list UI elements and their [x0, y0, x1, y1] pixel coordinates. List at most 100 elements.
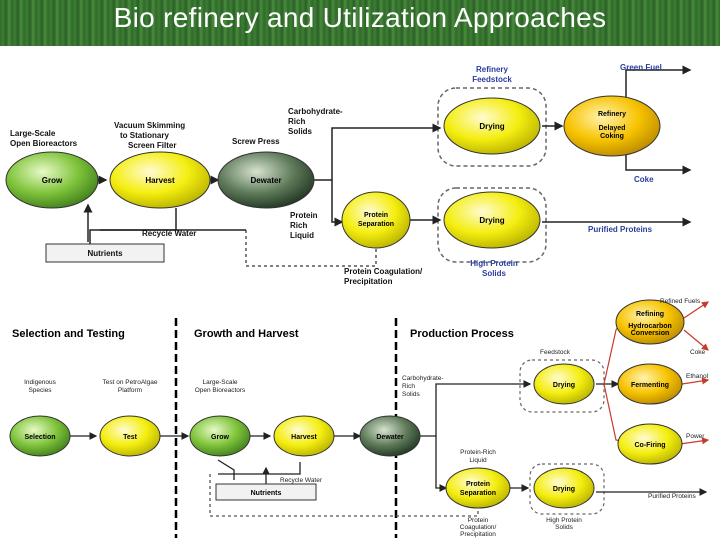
label-coke-bottom: Coke — [690, 349, 706, 356]
high-protein-group-bottom — [529, 463, 605, 515]
label-coagulation: Protein Coagulation/ — [344, 267, 423, 276]
svg-text:Co-Firing: Co-Firing — [634, 442, 665, 449]
nutrients-box: Nutrients — [45, 243, 165, 263]
node-test: Test — [99, 415, 161, 457]
svg-text:Separation: Separation — [358, 221, 394, 228]
svg-text:Feedstock: Feedstock — [472, 75, 512, 84]
label-power: Power — [686, 433, 705, 440]
svg-text:Rich: Rich — [290, 221, 307, 230]
svg-text:Delayed: Delayed — [599, 125, 626, 132]
page-title: Bio refinery and Utilization Approaches — [113, 2, 607, 33]
svg-text:Coagulation/: Coagulation/ — [460, 524, 497, 531]
label-purified-proteins: Purified Proteins — [588, 225, 653, 234]
svg-text:Harvest: Harvest — [291, 434, 317, 441]
svg-text:Drying: Drying — [479, 122, 504, 131]
svg-text:Selection: Selection — [24, 434, 55, 441]
svg-text:Drying: Drying — [479, 216, 504, 225]
node-refinery: Refinery Delayed Coking — [563, 95, 661, 157]
node-dewater: Dewater — [217, 151, 315, 209]
label-feedstock: Feedstock — [540, 349, 571, 356]
svg-text:Liquid: Liquid — [469, 457, 487, 464]
svg-text:Fermenting: Fermenting — [631, 382, 669, 389]
svg-text:Precipitation: Precipitation — [460, 531, 496, 538]
svg-text:Open Bioreactors: Open Bioreactors — [10, 139, 78, 148]
svg-text:Conversion: Conversion — [631, 330, 670, 337]
svg-text:Test: Test — [123, 434, 138, 441]
label-test-on: Test on PetroAlgae — [103, 379, 158, 386]
svg-text:Harvest: Harvest — [145, 176, 175, 185]
svg-text:Species: Species — [28, 387, 52, 394]
nutrients-box-bottom: Nutrients — [215, 483, 317, 501]
label-recycle-water-bottom: Recycle Water — [280, 477, 323, 484]
node-drying-top-bottom: Drying — [533, 363, 595, 405]
label-protein-liquid: Protein-Rich — [460, 449, 496, 456]
svg-text:Screen Filter: Screen Filter — [128, 141, 176, 150]
label-protein-rich: Protein — [290, 211, 318, 220]
svg-text:Solids: Solids — [482, 269, 507, 278]
label-ethanol: Ethanol — [686, 373, 709, 380]
svg-text:Refining: Refining — [636, 311, 664, 318]
label-purified-proteins-bottom: Purified Proteins — [648, 493, 696, 500]
svg-text:Dewater: Dewater — [376, 434, 404, 441]
top-diagram: Grow Harvest Dewater Drying Refinery Del… — [5, 63, 692, 286]
svg-text:Drying: Drying — [553, 486, 575, 493]
svg-text:Hydrocarbon: Hydrocarbon — [628, 323, 672, 330]
node-fermenting: Fermenting — [617, 363, 683, 405]
svg-text:Grow: Grow — [42, 176, 63, 185]
title-banner: Bio refinery and Utilization Approaches — [0, 0, 720, 46]
node-grow: Grow — [5, 151, 99, 209]
svg-text:Solids: Solids — [402, 391, 420, 398]
svg-text:Refinery: Refinery — [598, 111, 626, 118]
label-refined-fuels: Refined Fuels — [660, 298, 701, 305]
node-co-firing: Co-Firing — [617, 423, 683, 465]
label-green-fuel: Green Fuel — [620, 63, 662, 72]
stage-selection: Selection and Testing — [12, 328, 125, 340]
label-high-protein-bottom: High Protein — [546, 517, 582, 524]
label-coke: Coke — [634, 175, 654, 184]
label-vacuum: Vacuum Skimming — [114, 121, 185, 130]
svg-text:Liquid: Liquid — [290, 231, 314, 240]
svg-text:Platform: Platform — [118, 387, 142, 394]
node-selection: Selection — [9, 415, 71, 457]
stage-production: Production Process — [410, 328, 514, 340]
svg-text:Nutrients: Nutrients — [87, 249, 123, 258]
svg-text:Solids: Solids — [288, 127, 313, 136]
stage-growth: Growth and Harvest — [194, 328, 299, 340]
node-protein-separation-bottom: Protein Separation — [445, 467, 511, 509]
svg-text:Dewater: Dewater — [250, 176, 281, 185]
node-dewater-bottom: Dewater — [359, 415, 421, 457]
svg-text:Open Bioreactors: Open Bioreactors — [195, 387, 246, 394]
node-drying-top: Drying — [443, 97, 541, 155]
label-indigenous: Indigenous — [24, 379, 57, 386]
node-harvest-bottom: Harvest — [273, 415, 335, 457]
node-harvest: Harvest — [109, 151, 211, 209]
label-carb-rich: Carbohydrate- — [288, 107, 343, 116]
node-drying-bottom-bottom: Drying — [533, 467, 595, 509]
svg-text:Grow: Grow — [211, 434, 229, 441]
label-recycle-water: Recycle Water — [142, 229, 196, 238]
label-large-scale-bottom: Large-Scale — [202, 379, 237, 386]
high-protein-group — [437, 187, 547, 263]
node-grow-bottom: Grow — [189, 415, 251, 457]
biorefinery-diagram: Grow Harvest Dewater Drying Refinery Del… — [5, 63, 710, 538]
svg-text:Drying: Drying — [553, 382, 575, 389]
svg-text:Precipitation: Precipitation — [344, 277, 393, 286]
svg-text:to Stationary: to Stationary — [120, 131, 169, 140]
node-protein-separation: Protein Separation — [341, 191, 411, 249]
svg-text:Solids: Solids — [555, 524, 573, 531]
node-refining: Refining Hydrocarbon Conversion — [615, 299, 685, 345]
label-large-scale: Large-Scale — [10, 129, 56, 138]
label-screw-press: Screw Press — [232, 137, 280, 146]
svg-text:Nutrients: Nutrients — [251, 490, 282, 497]
label-refinery-feedstock: Refinery — [476, 65, 509, 74]
label-carb-solids: Carbohydrate- — [402, 375, 444, 382]
bottom-diagram: Selection and Testing Growth and Harvest… — [9, 298, 710, 538]
label-protein-coag: Protein — [468, 517, 489, 524]
svg-text:Rich: Rich — [402, 383, 415, 390]
refinery-feedstock-group — [437, 87, 547, 167]
svg-text:Protein: Protein — [466, 481, 490, 488]
svg-text:Protein: Protein — [364, 212, 388, 219]
svg-text:Rich: Rich — [288, 117, 305, 126]
node-drying-bottom: Drying — [443, 191, 541, 249]
label-high-protein-solids: High Protein — [470, 259, 518, 268]
